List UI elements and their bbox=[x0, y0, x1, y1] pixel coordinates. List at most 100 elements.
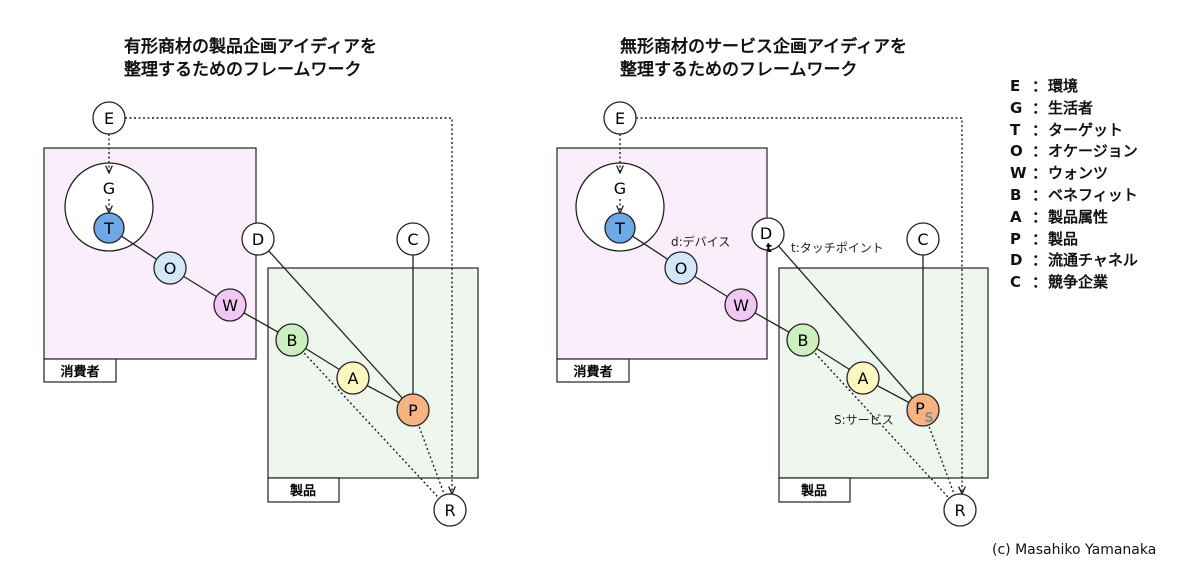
left-node-W-circle bbox=[213, 288, 247, 322]
left-title-line1: 有形商材の製品企画アイディアを bbox=[124, 37, 377, 57]
left-node-C: C bbox=[396, 222, 430, 256]
left-node-D: D bbox=[241, 222, 275, 256]
right-consumer-label-box bbox=[556, 358, 630, 383]
right-node-D: D t bbox=[751, 217, 785, 255]
right-node-B-circle bbox=[786, 323, 820, 357]
left-node-P-circle bbox=[396, 393, 430, 427]
left-edge-E-R bbox=[125, 117, 452, 494]
legend-row-B: B：ベネフィット bbox=[1010, 185, 1138, 207]
legend-row-C: C：競争企業 bbox=[1010, 272, 1138, 294]
left-node-A-circle bbox=[336, 361, 370, 395]
legend-sep: ： bbox=[1032, 207, 1048, 226]
right-node-G-label: G bbox=[614, 179, 626, 198]
left-node-R: R bbox=[433, 493, 467, 527]
left-node-C-circle bbox=[396, 222, 430, 256]
left-node-T: T bbox=[93, 212, 125, 244]
legend-label: 製品 bbox=[1048, 229, 1079, 248]
left-consumer-label-box bbox=[43, 358, 117, 383]
right-node-B-label: B bbox=[798, 331, 809, 350]
legend-label: ターゲット bbox=[1048, 120, 1124, 139]
right-node-T-circle bbox=[604, 212, 636, 244]
left-node-T-label: T bbox=[103, 219, 114, 238]
legend-letter: D bbox=[1010, 251, 1023, 270]
right-product-label-box bbox=[778, 477, 851, 503]
left-node-E-label: E bbox=[104, 109, 114, 128]
left-product-box bbox=[267, 267, 479, 479]
legend-row-G: G ：生活者 bbox=[1010, 98, 1138, 120]
right-node-P: P S bbox=[906, 393, 940, 427]
legend-letter: C bbox=[1010, 273, 1022, 292]
legend-letter: O bbox=[1010, 142, 1023, 161]
legend-sep: ： bbox=[1032, 77, 1048, 95]
legend-label: 流通チャネル bbox=[1048, 251, 1138, 270]
left-node-B-label: B bbox=[287, 331, 298, 350]
legend-label: 競争企業 bbox=[1048, 273, 1109, 292]
right-product-label: 製品 bbox=[800, 483, 827, 499]
left-diagram: 消費者 製品 E G bbox=[43, 101, 479, 527]
right-node-E-circle bbox=[603, 101, 637, 135]
right-diagram: 消費者 製品 E G T d:デバイス bbox=[556, 101, 989, 527]
left-consumer-label: 消費者 bbox=[60, 364, 99, 380]
legend-row-W: W：ウォンツ bbox=[1010, 163, 1138, 185]
left-diagram-title: 有形商材の製品企画アイディアを 整理するためのフレームワーク bbox=[124, 36, 377, 82]
left-node-R-label: R bbox=[444, 501, 455, 520]
legend-label: オケージョン bbox=[1048, 142, 1138, 161]
right-node-D-circle bbox=[751, 217, 785, 251]
legend-letter: B bbox=[1010, 185, 1022, 204]
legend-row-D: D ：流通チャネル bbox=[1010, 250, 1138, 272]
right-node-B: B bbox=[786, 323, 820, 357]
legend-letter: W bbox=[1010, 164, 1027, 183]
left-node-O-label: O bbox=[164, 259, 177, 278]
left-node-G-label: G bbox=[103, 179, 115, 198]
legend-sep: ： bbox=[1032, 98, 1048, 117]
left-node-O: O bbox=[153, 251, 187, 285]
right-edge-D-P bbox=[767, 233, 924, 411]
legend-letter: E bbox=[1010, 77, 1021, 95]
left-node-A: A bbox=[336, 361, 370, 395]
left-node-T-circle bbox=[93, 212, 125, 244]
left-product-label: 製品 bbox=[289, 483, 316, 499]
right-node-R-circle bbox=[943, 493, 977, 527]
right-node-D-label: D bbox=[760, 224, 772, 243]
left-node-P: P bbox=[396, 393, 430, 427]
right-node-C-label: C bbox=[917, 230, 928, 249]
left-node-B: B bbox=[275, 323, 309, 357]
legend-label: 生活者 bbox=[1048, 98, 1094, 117]
right-node-A-label: A bbox=[858, 369, 869, 388]
legend: E：環境 G：生活者 T：ターゲット O：オケージョン W：ウォンツ B：ベネフ… bbox=[1010, 76, 1138, 294]
legend-sep: ： bbox=[1032, 251, 1048, 270]
left-title-line2: 整理するためのフレームワーク bbox=[124, 60, 362, 80]
right-node-W-label: W bbox=[733, 296, 749, 315]
legend-letter: G bbox=[1010, 98, 1023, 117]
right-annotation-touchpoint: t:タッチポイント bbox=[791, 241, 884, 255]
left-product-label-box bbox=[267, 477, 340, 503]
legend-sep: ： bbox=[1032, 142, 1048, 161]
right-node-O-circle bbox=[664, 251, 698, 285]
left-node-W: W bbox=[213, 288, 247, 322]
right-node-P-label: P bbox=[915, 399, 925, 418]
left-node-E-circle bbox=[92, 101, 126, 135]
legend-label: 製品属性 bbox=[1048, 207, 1109, 226]
right-node-A: A bbox=[846, 361, 880, 395]
left-node-E: E bbox=[92, 101, 126, 135]
right-product-box bbox=[778, 267, 989, 479]
legend-row-A: A：製品属性 bbox=[1010, 207, 1138, 229]
right-title-line1: 無形商材のサービス企画アイディアを bbox=[620, 37, 907, 57]
right-node-T: T bbox=[604, 212, 636, 244]
right-node-T-label: T bbox=[614, 219, 625, 238]
left-node-P-label: P bbox=[408, 401, 418, 420]
left-node-B-circle bbox=[275, 323, 309, 357]
left-node-W-label: W bbox=[222, 296, 238, 315]
right-edge-E-R bbox=[636, 117, 962, 494]
right-node-C: C bbox=[906, 222, 940, 256]
right-node-A-circle bbox=[846, 361, 880, 395]
legend-label: 環境 bbox=[1048, 77, 1079, 95]
right-node-E-label: E bbox=[615, 109, 625, 128]
left-node-A-label: A bbox=[348, 369, 359, 388]
right-node-D-sub-t: t bbox=[766, 241, 772, 255]
right-node-P-circle bbox=[906, 393, 940, 427]
right-node-O-label: O bbox=[675, 259, 688, 278]
right-title-line2: 整理するためのフレームワーク bbox=[620, 60, 858, 80]
legend-row-O: O ：オケージョン bbox=[1010, 141, 1138, 163]
